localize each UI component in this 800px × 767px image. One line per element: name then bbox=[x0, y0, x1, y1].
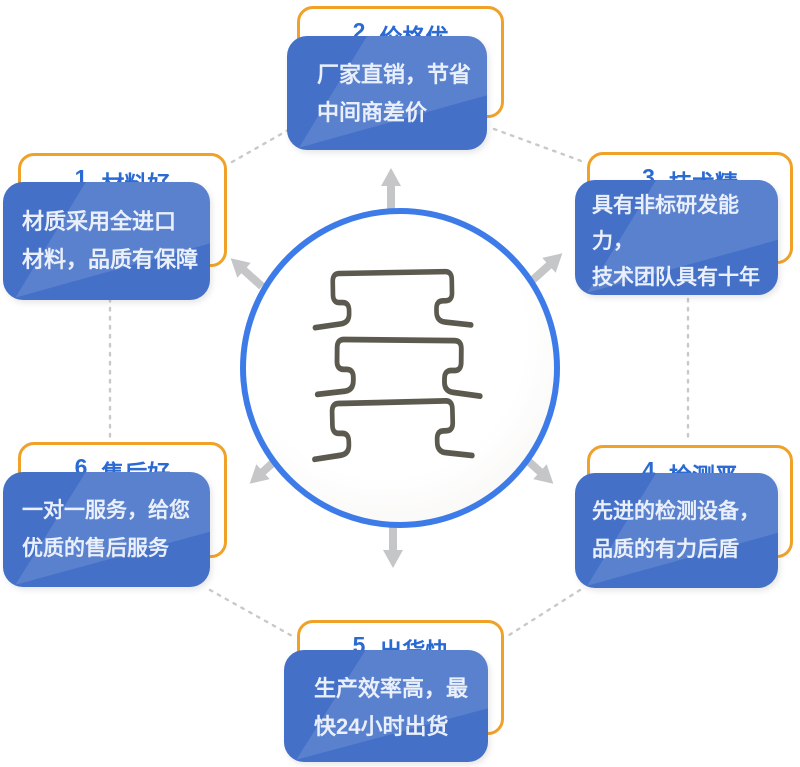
feature-2-description-line-1: 厂家直销，节省 bbox=[317, 62, 472, 87]
feature-6-description-line-2: 优质的售后服务 bbox=[22, 537, 169, 560]
arrow-down-icon bbox=[383, 526, 403, 568]
feature-3-description-line-1: 具有非标研发能力， bbox=[592, 194, 739, 253]
dashed-connector-bottom-right bbox=[504, 588, 582, 639]
feature-4-description-line-2: 品质的有力后盾 bbox=[592, 538, 739, 561]
arrow-up-icon bbox=[381, 168, 401, 210]
feature-3-description-line-2: 技术团队具有十年 bbox=[592, 266, 760, 289]
feature-1-description-line-2: 材料，品质有保障 bbox=[22, 247, 199, 272]
feature-5-description: 生产效率高，最 快24小时出货 bbox=[284, 650, 488, 762]
feature-3-description: 具有非标研发能力， 技术团队具有十年 以上工作经验 bbox=[575, 180, 778, 295]
feature-6-description-line-1: 一对一服务，给您 bbox=[22, 499, 190, 522]
dashed-connector-top-right bbox=[492, 127, 586, 164]
feature-4-description: 先进的检测设备， 品质的有力后盾 bbox=[575, 473, 778, 588]
feature-1-description-line-1: 材质采用全进口 bbox=[22, 209, 177, 234]
center-circle bbox=[240, 208, 560, 528]
feature-5-description-line-2: 快24小时出货 bbox=[314, 714, 449, 739]
feature-6-description: 一对一服务，给您 优质的售后服务 bbox=[3, 472, 210, 587]
feature-1-description: 材质采用全进口 材料，品质有保障 bbox=[3, 182, 210, 300]
dashed-connector-bottom-left bbox=[208, 588, 296, 639]
feature-5-description-line-1: 生产效率高，最 bbox=[314, 676, 469, 701]
dashed-connector-top-left bbox=[230, 127, 292, 164]
feature-2-description: 厂家直销，节省 中间商差价 bbox=[287, 36, 487, 150]
feature-2-description-line-2: 中间商差价 bbox=[317, 100, 428, 125]
feature-4-description-line-1: 先进的检测设备， bbox=[592, 500, 760, 523]
